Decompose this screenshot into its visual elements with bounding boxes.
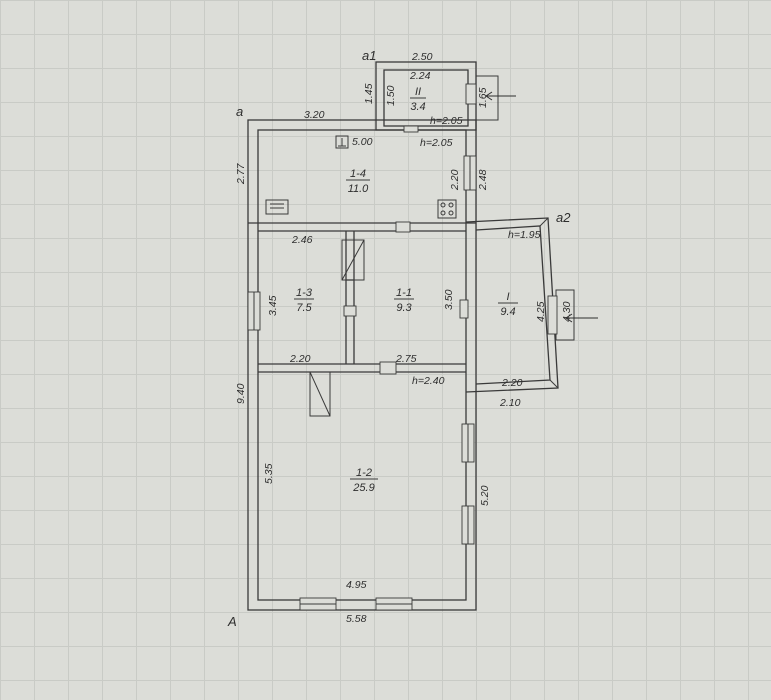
- dimension-label: 3.20: [304, 109, 325, 121]
- room-number: II: [415, 86, 421, 98]
- window: [247, 291, 261, 331]
- room-label-1-2: 1-2 25.9: [350, 467, 378, 494]
- room-area: 7.5: [296, 302, 312, 314]
- porch-walls: [465, 217, 575, 393]
- inner-wall-line: [257, 129, 467, 601]
- dimension-label: 4.25: [535, 301, 547, 322]
- outer-wall: [247, 119, 477, 611]
- dimension-label: 2.10: [499, 397, 521, 409]
- windows: [247, 155, 477, 611]
- fixtures: [265, 135, 457, 417]
- room-label-II: II 3.4: [410, 86, 426, 113]
- room-label-1-3: 1-3 7.5: [294, 287, 314, 314]
- stove-icon: [265, 199, 289, 215]
- room-area: 3.4: [410, 101, 425, 113]
- arrow-icon: [565, 313, 598, 323]
- dimension-label: 5.35: [263, 463, 275, 484]
- dimension-label: 2.75: [395, 353, 417, 365]
- porch-inner: [475, 225, 551, 385]
- window: [375, 597, 413, 611]
- dimension-label: 4.95: [346, 579, 367, 591]
- door: [379, 361, 397, 375]
- dimension-label: 2.20: [501, 377, 523, 389]
- room-number: 1-2: [356, 467, 372, 479]
- dimension-label: 5.20: [479, 485, 491, 506]
- annex-door: [465, 83, 477, 105]
- dimension-label: 9.40: [235, 383, 247, 404]
- dimension-label: 3.45: [267, 295, 279, 316]
- dimension-label: 2.20: [449, 169, 461, 191]
- porch-corner: [539, 217, 549, 227]
- room-number: 1-3: [296, 287, 313, 299]
- stove-wall-icon: [309, 371, 331, 417]
- corner-label: A: [227, 614, 237, 629]
- dimension-label: 1.50: [385, 85, 397, 106]
- room-label-I: I 9.4: [498, 291, 518, 318]
- dimension-label: 4.30: [561, 301, 573, 322]
- door: [343, 305, 357, 317]
- dimension-label: h=2.05: [420, 137, 453, 149]
- window: [463, 155, 477, 191]
- chimney-icon: [341, 239, 365, 281]
- dimension-label: 2.77: [235, 162, 247, 185]
- dimension-label: 1.65: [477, 87, 489, 108]
- window: [461, 423, 475, 463]
- dimension-label: 2.48: [477, 169, 489, 191]
- door: [459, 299, 469, 319]
- dimension-label: 2.20: [289, 353, 311, 365]
- room-number: 1-4: [350, 168, 366, 180]
- arrow-icon: [485, 91, 516, 101]
- dimension-label: h=2.05: [430, 115, 463, 127]
- window: [461, 505, 475, 545]
- room-area: 11.0: [348, 183, 369, 195]
- dimension-label: h=1.95: [508, 229, 541, 241]
- entrance-arrows: [485, 91, 598, 323]
- corner-label: a1: [362, 48, 376, 63]
- room-label-1-4: 1-4 11.0: [346, 168, 370, 195]
- dimension-label: 1.45: [363, 83, 375, 104]
- corner-label: a2: [556, 210, 571, 225]
- room-label-1-1: 1-1 9.3: [394, 287, 414, 314]
- sink-icon: [335, 135, 349, 149]
- dimension-label: 5.58: [346, 613, 367, 625]
- corner-label: a: [236, 104, 243, 119]
- dimension-label: h=2.40: [412, 375, 445, 387]
- room-area: 9.3: [396, 302, 412, 314]
- dimension-label: 2.46: [291, 234, 313, 246]
- room-area: 25.9: [352, 482, 374, 494]
- dimension-label: 2.24: [409, 70, 431, 82]
- window: [299, 597, 337, 611]
- annex-kitchen-door: [403, 125, 419, 133]
- porch-door: [547, 295, 558, 335]
- annex-walls: [375, 61, 499, 133]
- hob-icon: [437, 199, 457, 219]
- porch-corner: [549, 379, 559, 389]
- dimension-label: 3.50: [443, 289, 455, 310]
- room-number: 1-1: [396, 287, 412, 299]
- doors: [343, 221, 469, 375]
- dimension-label: 2.50: [411, 51, 433, 63]
- outer-walls: [247, 119, 477, 611]
- door: [395, 221, 411, 233]
- dimension-label: 5.00: [352, 136, 373, 148]
- room-area: 9.4: [500, 306, 515, 318]
- room-number: I: [506, 291, 509, 303]
